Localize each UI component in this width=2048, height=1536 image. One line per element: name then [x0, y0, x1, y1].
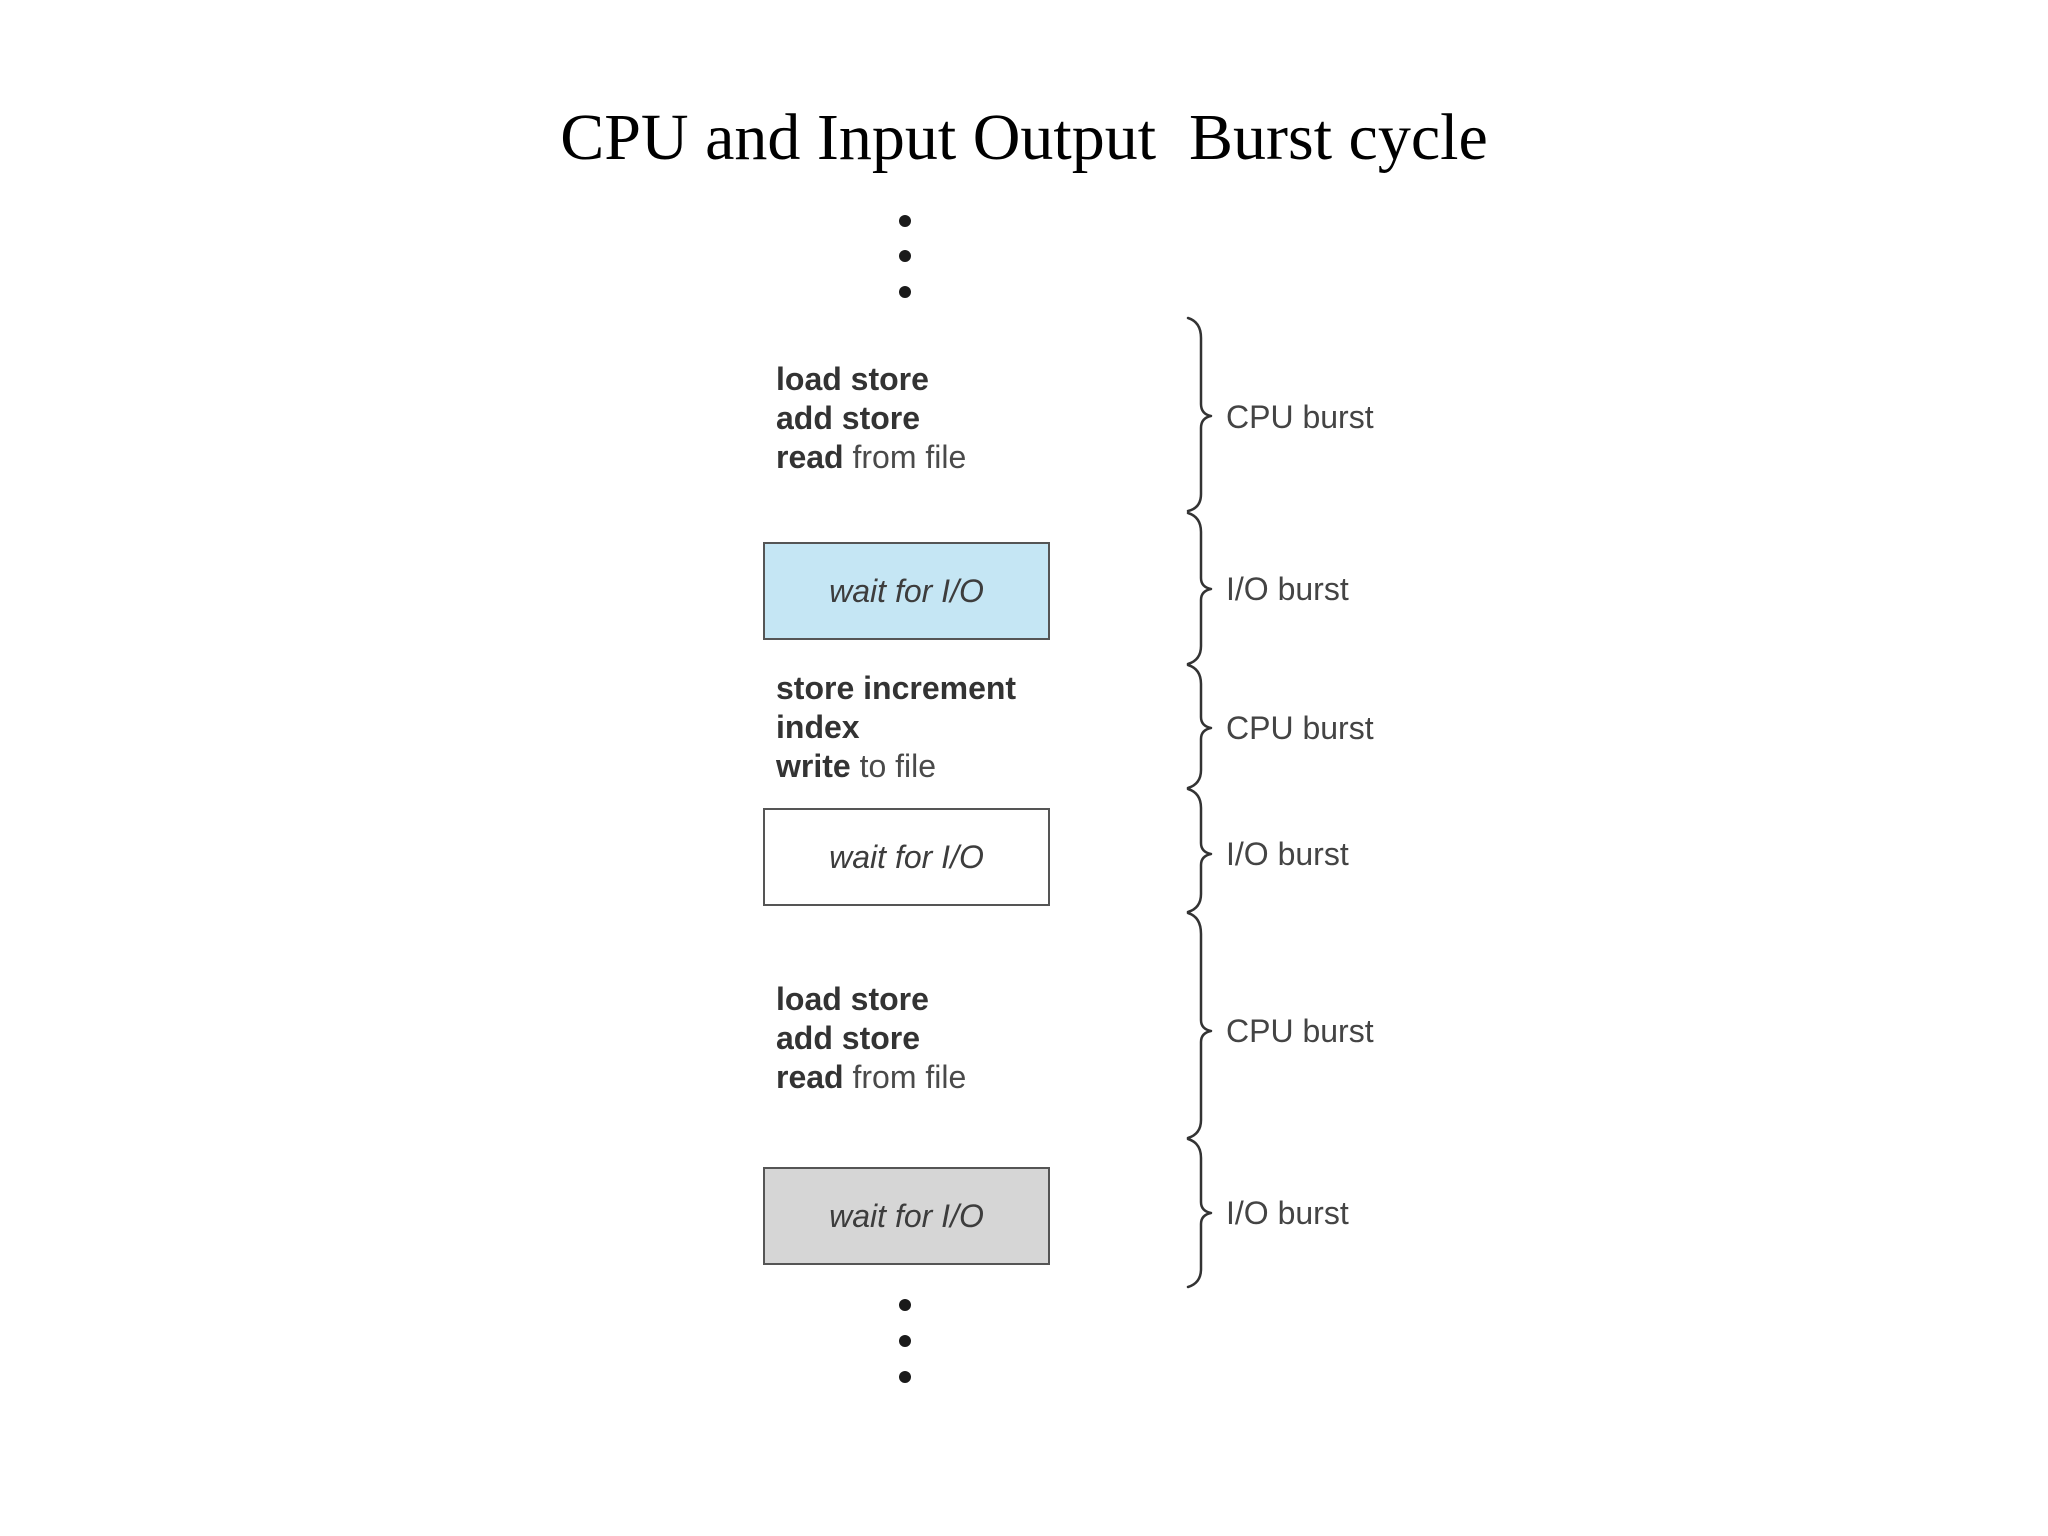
- cpu-burst-label: CPU burst: [1226, 399, 1374, 435]
- ellipsis-dot: [899, 286, 911, 298]
- io-burst-label: I/O burst: [1226, 836, 1349, 872]
- brace-cpu-burst: [1186, 316, 1213, 513]
- ellipsis-dot: [899, 1299, 911, 1311]
- wait-for-io-box: wait for I/O: [763, 542, 1050, 640]
- instruction-line: add store: [776, 400, 921, 436]
- wait-for-io-box: wait for I/O: [763, 1167, 1050, 1265]
- brace-io-burst: [1186, 511, 1213, 666]
- brace-io-burst: [1186, 787, 1213, 914]
- io-burst-label: I/O burst: [1226, 1195, 1349, 1231]
- wait-for-io-label: wait for I/O: [829, 572, 984, 609]
- instruction-line: read from file: [776, 1059, 967, 1095]
- ellipsis-dot: [899, 1371, 911, 1383]
- instruction-line: read from file: [776, 439, 967, 475]
- ellipsis-dot: [899, 215, 911, 227]
- brace-cpu-burst: [1186, 911, 1213, 1140]
- brace-cpu-burst: [1186, 663, 1213, 790]
- cpu-burst-label: CPU burst: [1226, 1013, 1374, 1049]
- instruction-line: write to file: [776, 748, 937, 784]
- wait-for-io-label: wait for I/O: [829, 838, 984, 875]
- wait-for-io-box: wait for I/O: [763, 808, 1050, 906]
- cpu-burst-label: CPU burst: [1226, 710, 1374, 746]
- io-burst-label: I/O burst: [1226, 571, 1349, 607]
- instruction-line: index: [776, 709, 860, 745]
- slide-title: CPU and Input Output Burst cycle: [560, 101, 1488, 174]
- cpu-instructions: load store add store read from file: [776, 360, 966, 477]
- cpu-instructions: load store add store read from file: [776, 980, 966, 1097]
- instruction-line: add store: [776, 1020, 921, 1056]
- instruction-line: load store: [776, 981, 929, 1017]
- instruction-line: store increment: [776, 670, 1017, 706]
- ellipsis-dot: [899, 250, 911, 262]
- wait-for-io-label: wait for I/O: [829, 1197, 984, 1234]
- ellipsis-dot: [899, 1335, 911, 1347]
- instruction-line: load store: [776, 361, 929, 397]
- cpu-instructions: store increment index write to file: [776, 669, 1016, 786]
- brace-io-burst: [1186, 1137, 1213, 1289]
